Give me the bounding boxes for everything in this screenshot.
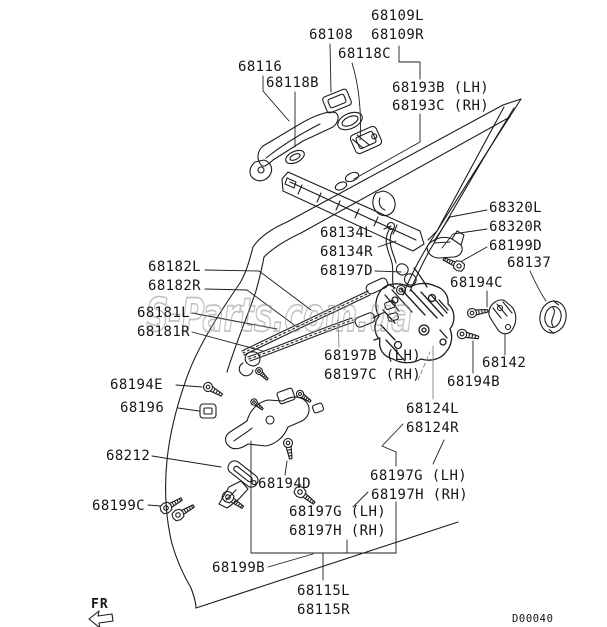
handle-bezel-68108 (322, 88, 352, 114)
part-label-68197D: 68197D (320, 263, 373, 279)
leader-lines (148, 44, 546, 567)
lock-cable-upper (242, 277, 406, 355)
part-label-68212: 68212 (106, 448, 151, 464)
screw-68194C (466, 305, 490, 319)
striker-68142 (489, 300, 516, 334)
part-label-68115R: 68115R (297, 602, 350, 618)
bolt-68194B (455, 327, 480, 343)
screw-68194E (201, 380, 225, 400)
part-label-68115L: 68115L (297, 583, 350, 599)
part-label-68199C: 68199C (92, 498, 145, 514)
screw-68194D (282, 437, 296, 461)
part-label-68109L: 68109L (371, 8, 424, 24)
lock-cable-lower (248, 300, 399, 361)
cable-clip-screw (253, 365, 271, 383)
part-label-68194E: 68194E (110, 377, 163, 393)
leader-lines-gray (338, 320, 433, 399)
handle-base-rail-68109 (282, 172, 424, 251)
grommet-68137 (537, 299, 569, 336)
lock-cylinder-cover (349, 125, 383, 155)
part-label-68181R: 68181R (137, 324, 190, 340)
handle-ring-gasket-68118C (335, 109, 365, 133)
part-label-68109R: 68109R (371, 27, 424, 43)
check-rod-68134 (384, 223, 396, 290)
part-label-68137: 68137 (507, 255, 552, 271)
part-label-68320L: 68320L (489, 200, 542, 216)
part-label-68118C: 68118C (338, 46, 391, 62)
part-label-68197G-right: 68197G (LH) (370, 468, 468, 484)
part-label-68182R: 68182R (148, 278, 201, 294)
part-label-68197H-center: 68197H (RH) (289, 523, 387, 539)
part-label-68193C: 68193C (RH) (392, 98, 490, 114)
part-label-68320R: 68320R (489, 219, 542, 235)
fr-direction-arrow-icon (89, 611, 113, 627)
part-label-68197G-center: 68197G (LH) (289, 504, 387, 520)
part-label-68182L: 68182L (148, 259, 201, 275)
part-label-68197H-right: 68197H (RH) (371, 487, 469, 503)
part-label-68194C: 68194C (450, 275, 503, 291)
part-label-68118B: 68118B (266, 75, 319, 91)
cable-clip-68197D (396, 264, 416, 285)
part-label-68199D: 68199D (489, 238, 542, 254)
exterior-handle (250, 112, 338, 181)
grommet-68196 (200, 404, 216, 418)
part-label-68196: 68196 (120, 400, 165, 416)
bolt-68199C-1 (157, 493, 185, 517)
handle-gasket-68193 (334, 170, 360, 191)
bolt-68199C-2 (169, 500, 197, 524)
part-label-68108: 68108 (309, 27, 354, 43)
part-label-68134L: 68134L (320, 225, 373, 241)
door-latch-assembly (373, 268, 454, 363)
small-screw-a (294, 388, 313, 405)
part-label-68197B: 68197B (LH) (324, 348, 422, 364)
check-strap-68212 (219, 458, 260, 508)
part-label-68199B: 68199B (212, 560, 265, 576)
inside-handle-bracket (226, 388, 310, 449)
part-label-68194B: 68194B (447, 374, 500, 390)
part-label-68142: 68142 (482, 355, 527, 371)
part-label-68116: 68116 (238, 59, 283, 75)
handle-bracket (373, 191, 395, 216)
fr-direction-label: FR (91, 597, 109, 612)
clip-small (312, 403, 324, 414)
part-label-68194D: 68194D (258, 476, 311, 492)
part-label-68193B: 68193B (LH) (392, 80, 490, 96)
leader-bracket-bottom (251, 441, 396, 580)
part-label-68181L: 68181L (137, 305, 190, 321)
part-label-68134R: 68134R (320, 244, 373, 260)
handle-gasket-68118B (284, 148, 307, 167)
part-label-68124L: 68124L (406, 401, 459, 417)
part-label-68197C: 68197C (RH) (324, 367, 422, 383)
drawing-code: D00040 (512, 613, 554, 625)
watermark: S-Parts.com.ua (145, 288, 413, 342)
part-label-68124R: 68124R (406, 420, 459, 436)
cable-end-clips (239, 352, 260, 376)
